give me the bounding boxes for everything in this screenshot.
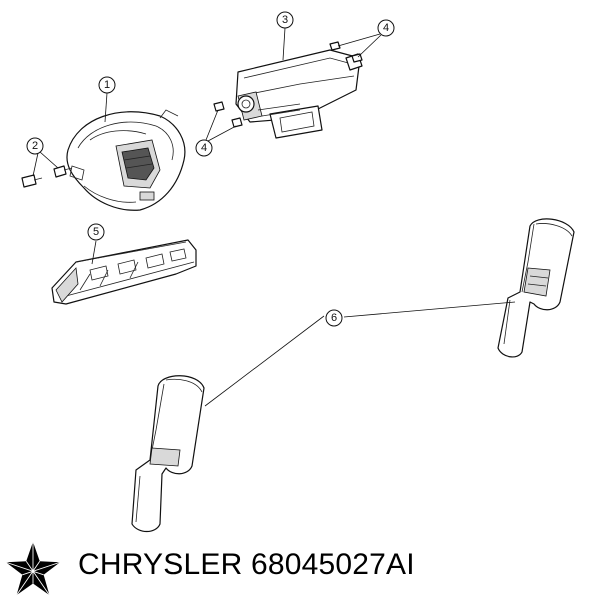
part-number: 68045027AI [250,548,415,581]
part-2-screws [21,165,73,188]
part-number-caption: CHRYSLER 68045027AI [78,548,415,582]
part-6-seat-airbag-right [497,218,575,358]
part-6-seat-airbag-left [131,375,205,533]
callout-2-label: 2 [32,140,38,152]
part-3-passenger-airbag [235,49,363,139]
callout-1: 1 [98,76,116,94]
part-1-driver-airbag [66,109,186,211]
callout-4-lower-label: 4 [201,142,207,154]
callout-3: 3 [276,11,294,29]
callout-5: 5 [87,223,105,241]
pentastar-icon [5,541,61,596]
part-4-nuts-upper [329,41,363,63]
callout-4-upper: 4 [377,19,395,37]
callout-4-upper-label: 4 [383,22,389,34]
part-4-nuts-lower [213,101,243,128]
brand-name: CHRYSLER [78,548,243,581]
part-5-knee-airbag [51,239,197,305]
callout-6-label: 6 [331,312,337,324]
callout-3-label: 3 [282,14,288,26]
callout-4-lower: 4 [195,139,213,157]
callout-1-label: 1 [104,79,110,91]
callout-5-label: 5 [93,226,99,238]
callout-2: 2 [26,137,44,155]
callout-6: 6 [325,309,343,327]
